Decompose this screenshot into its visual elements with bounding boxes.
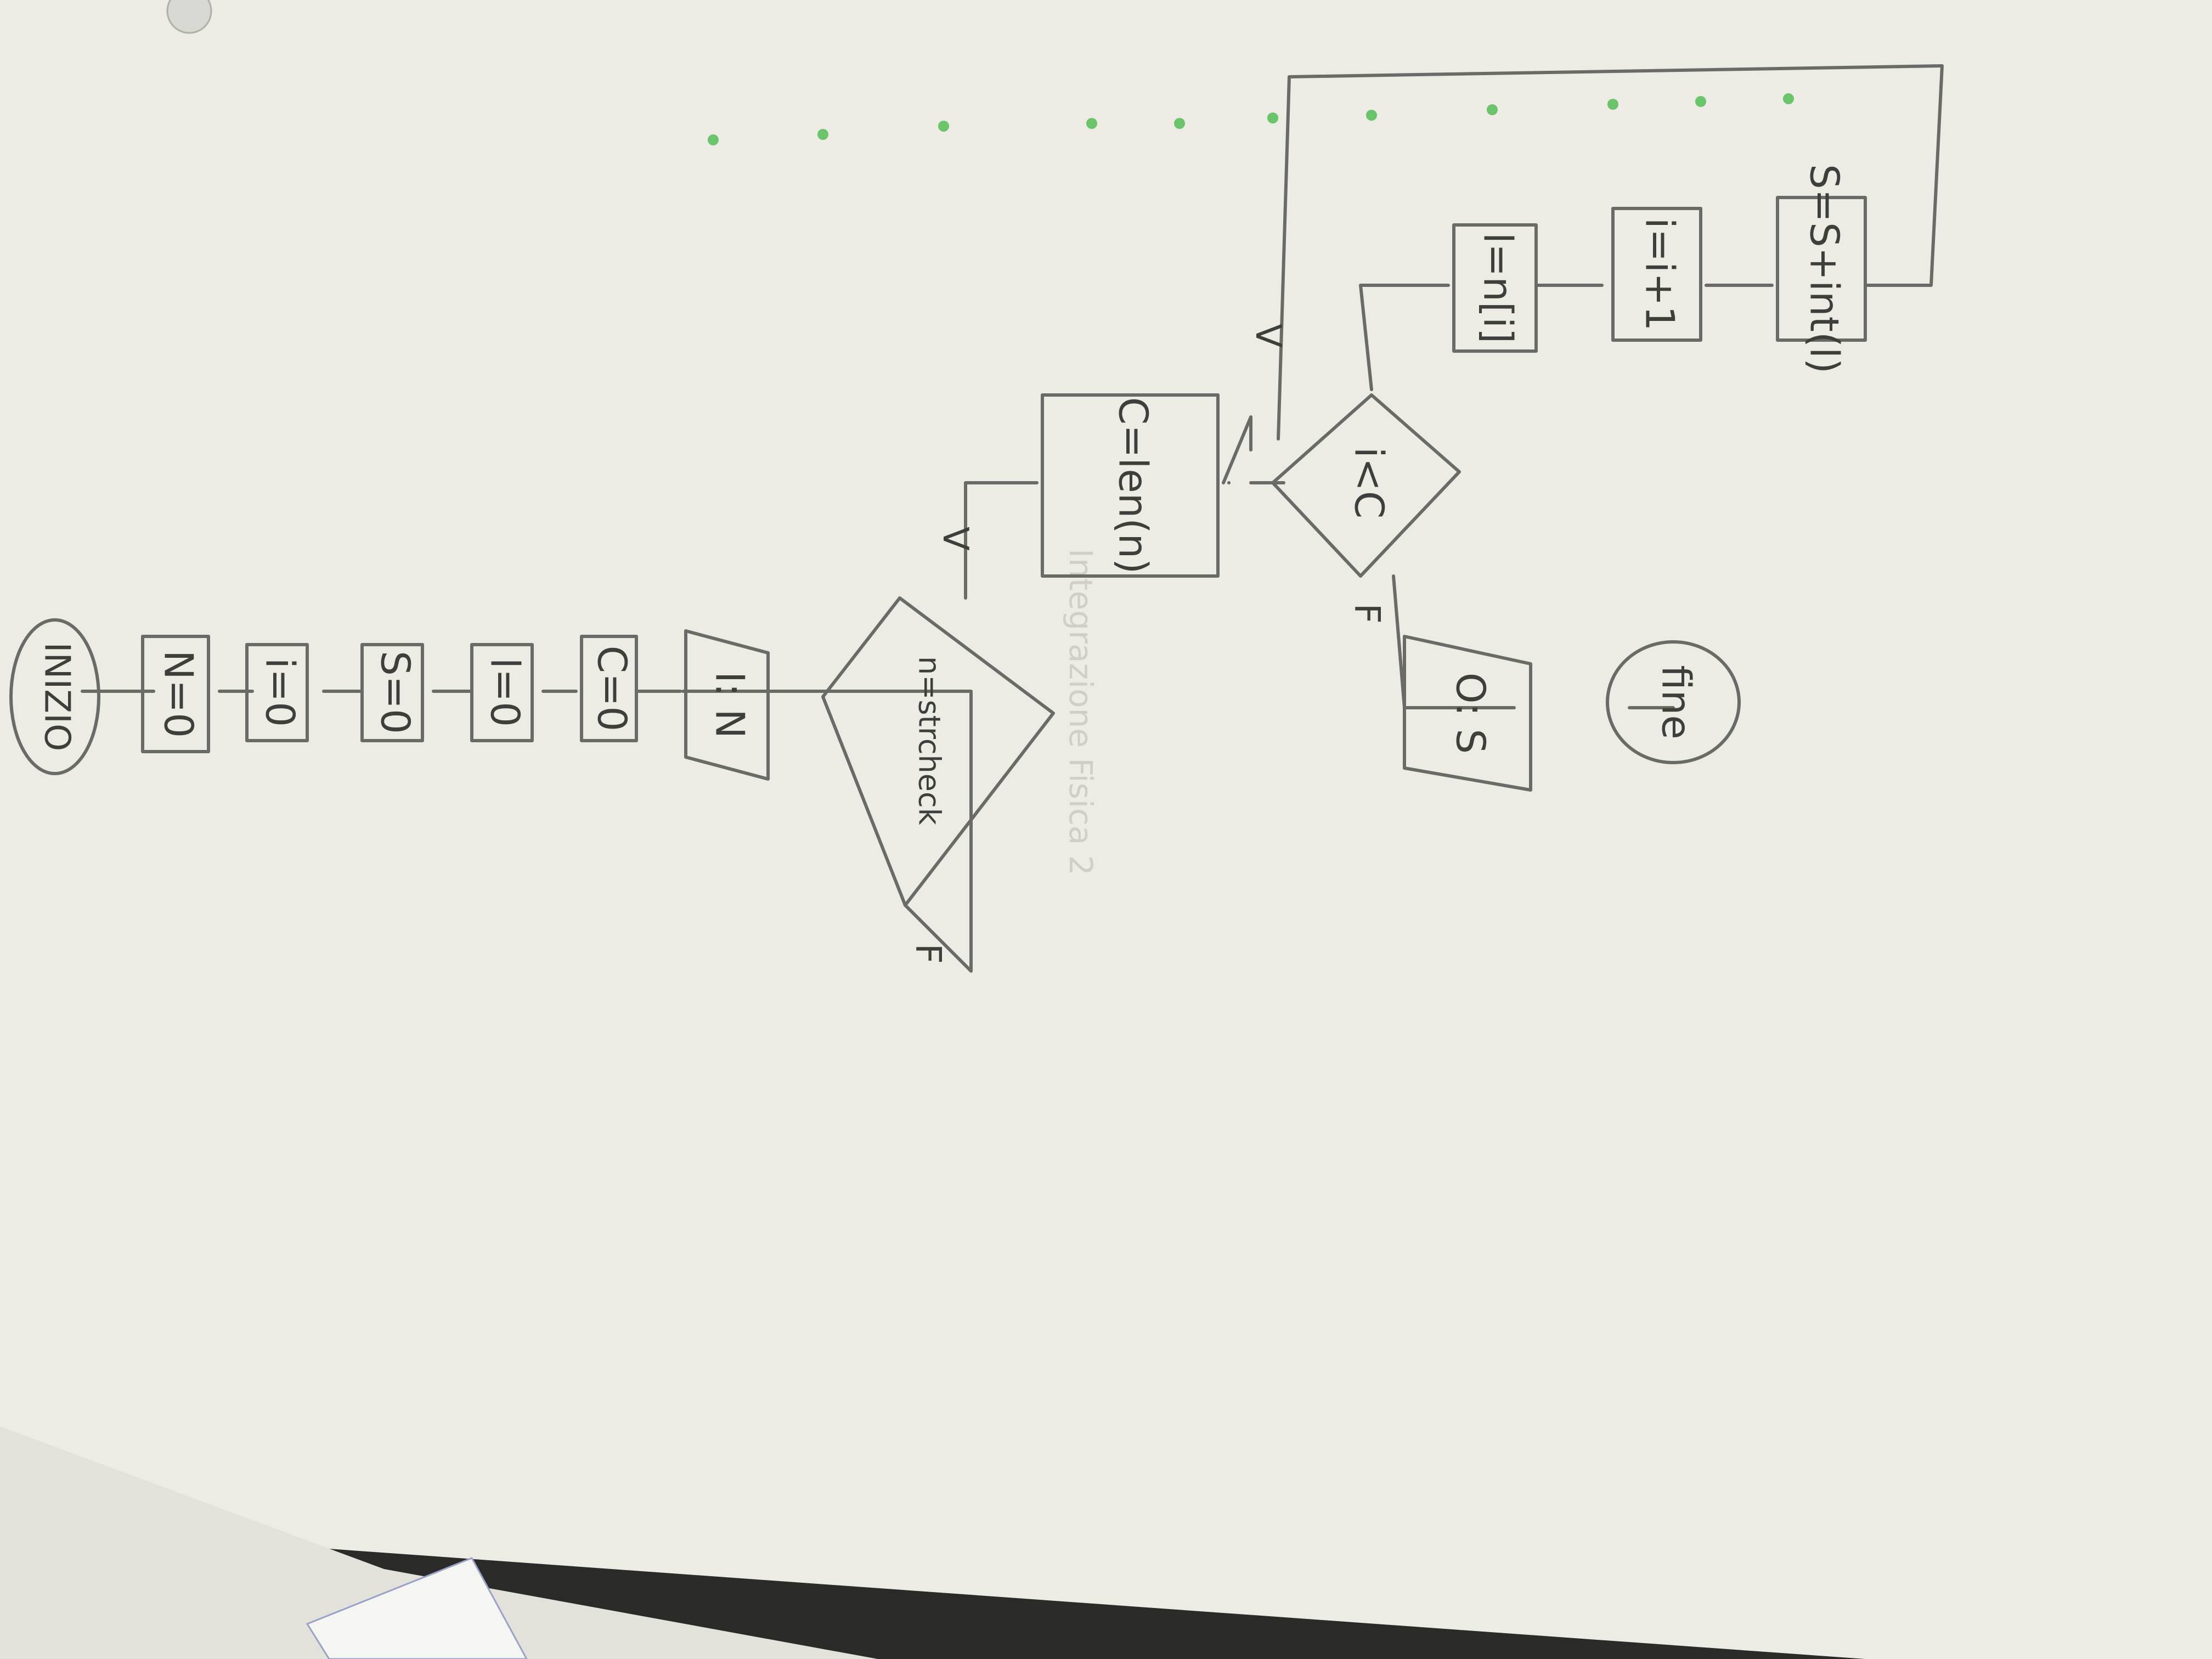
start-label: INIZIO (36, 642, 77, 752)
init-i-label: i=0 (257, 658, 303, 727)
output-label: O: S (1447, 673, 1493, 754)
input-label: I: N (707, 672, 753, 738)
step2-box (1611, 207, 1702, 342)
check-false-label: F (907, 944, 948, 964)
init-c-box (580, 635, 638, 742)
flow-connectors (81, 64, 1944, 973)
len-box (1041, 393, 1220, 578)
step1-label: l=n[i] (1475, 233, 1521, 343)
loop-true-label: V (1248, 324, 1288, 348)
check-diamond (821, 596, 1055, 907)
graph-paper-corner (306, 1557, 528, 1659)
end-label: fine (1653, 665, 1699, 739)
loop-label: i<C (1346, 447, 1392, 519)
step1-box (1452, 223, 1538, 353)
margin-dots (708, 93, 1794, 145)
len-label: C=len(n) (1110, 397, 1156, 574)
init-s-box (360, 643, 424, 742)
step2-label: i=i+1 (1637, 218, 1683, 331)
start-terminal (9, 618, 100, 775)
init-l-label: l=0 (482, 658, 528, 727)
init-n-label: N=0 (155, 650, 201, 738)
step3-box (1776, 196, 1867, 342)
punch-hole (166, 0, 212, 34)
init-i-box (245, 643, 309, 742)
init-n-box (141, 635, 210, 753)
init-c-label: C=0 (589, 646, 635, 731)
init-l-box (470, 643, 534, 742)
page-title-show-through: Integrazione Fisica 2 (1062, 549, 1099, 876)
input-parallelogram (684, 629, 770, 781)
init-s-label: S=0 (372, 651, 418, 734)
step3-label: S=S+int(l) (1801, 164, 1847, 374)
paper-corner-shadow (0, 1426, 878, 1659)
loop-diamond (1271, 393, 1461, 578)
end-terminal (1606, 640, 1741, 764)
check-true-label: V (935, 527, 975, 551)
loop-false-label: F (1346, 603, 1387, 624)
output-parallelogram (1403, 635, 1532, 792)
check-label: n=strcheck (912, 656, 946, 826)
